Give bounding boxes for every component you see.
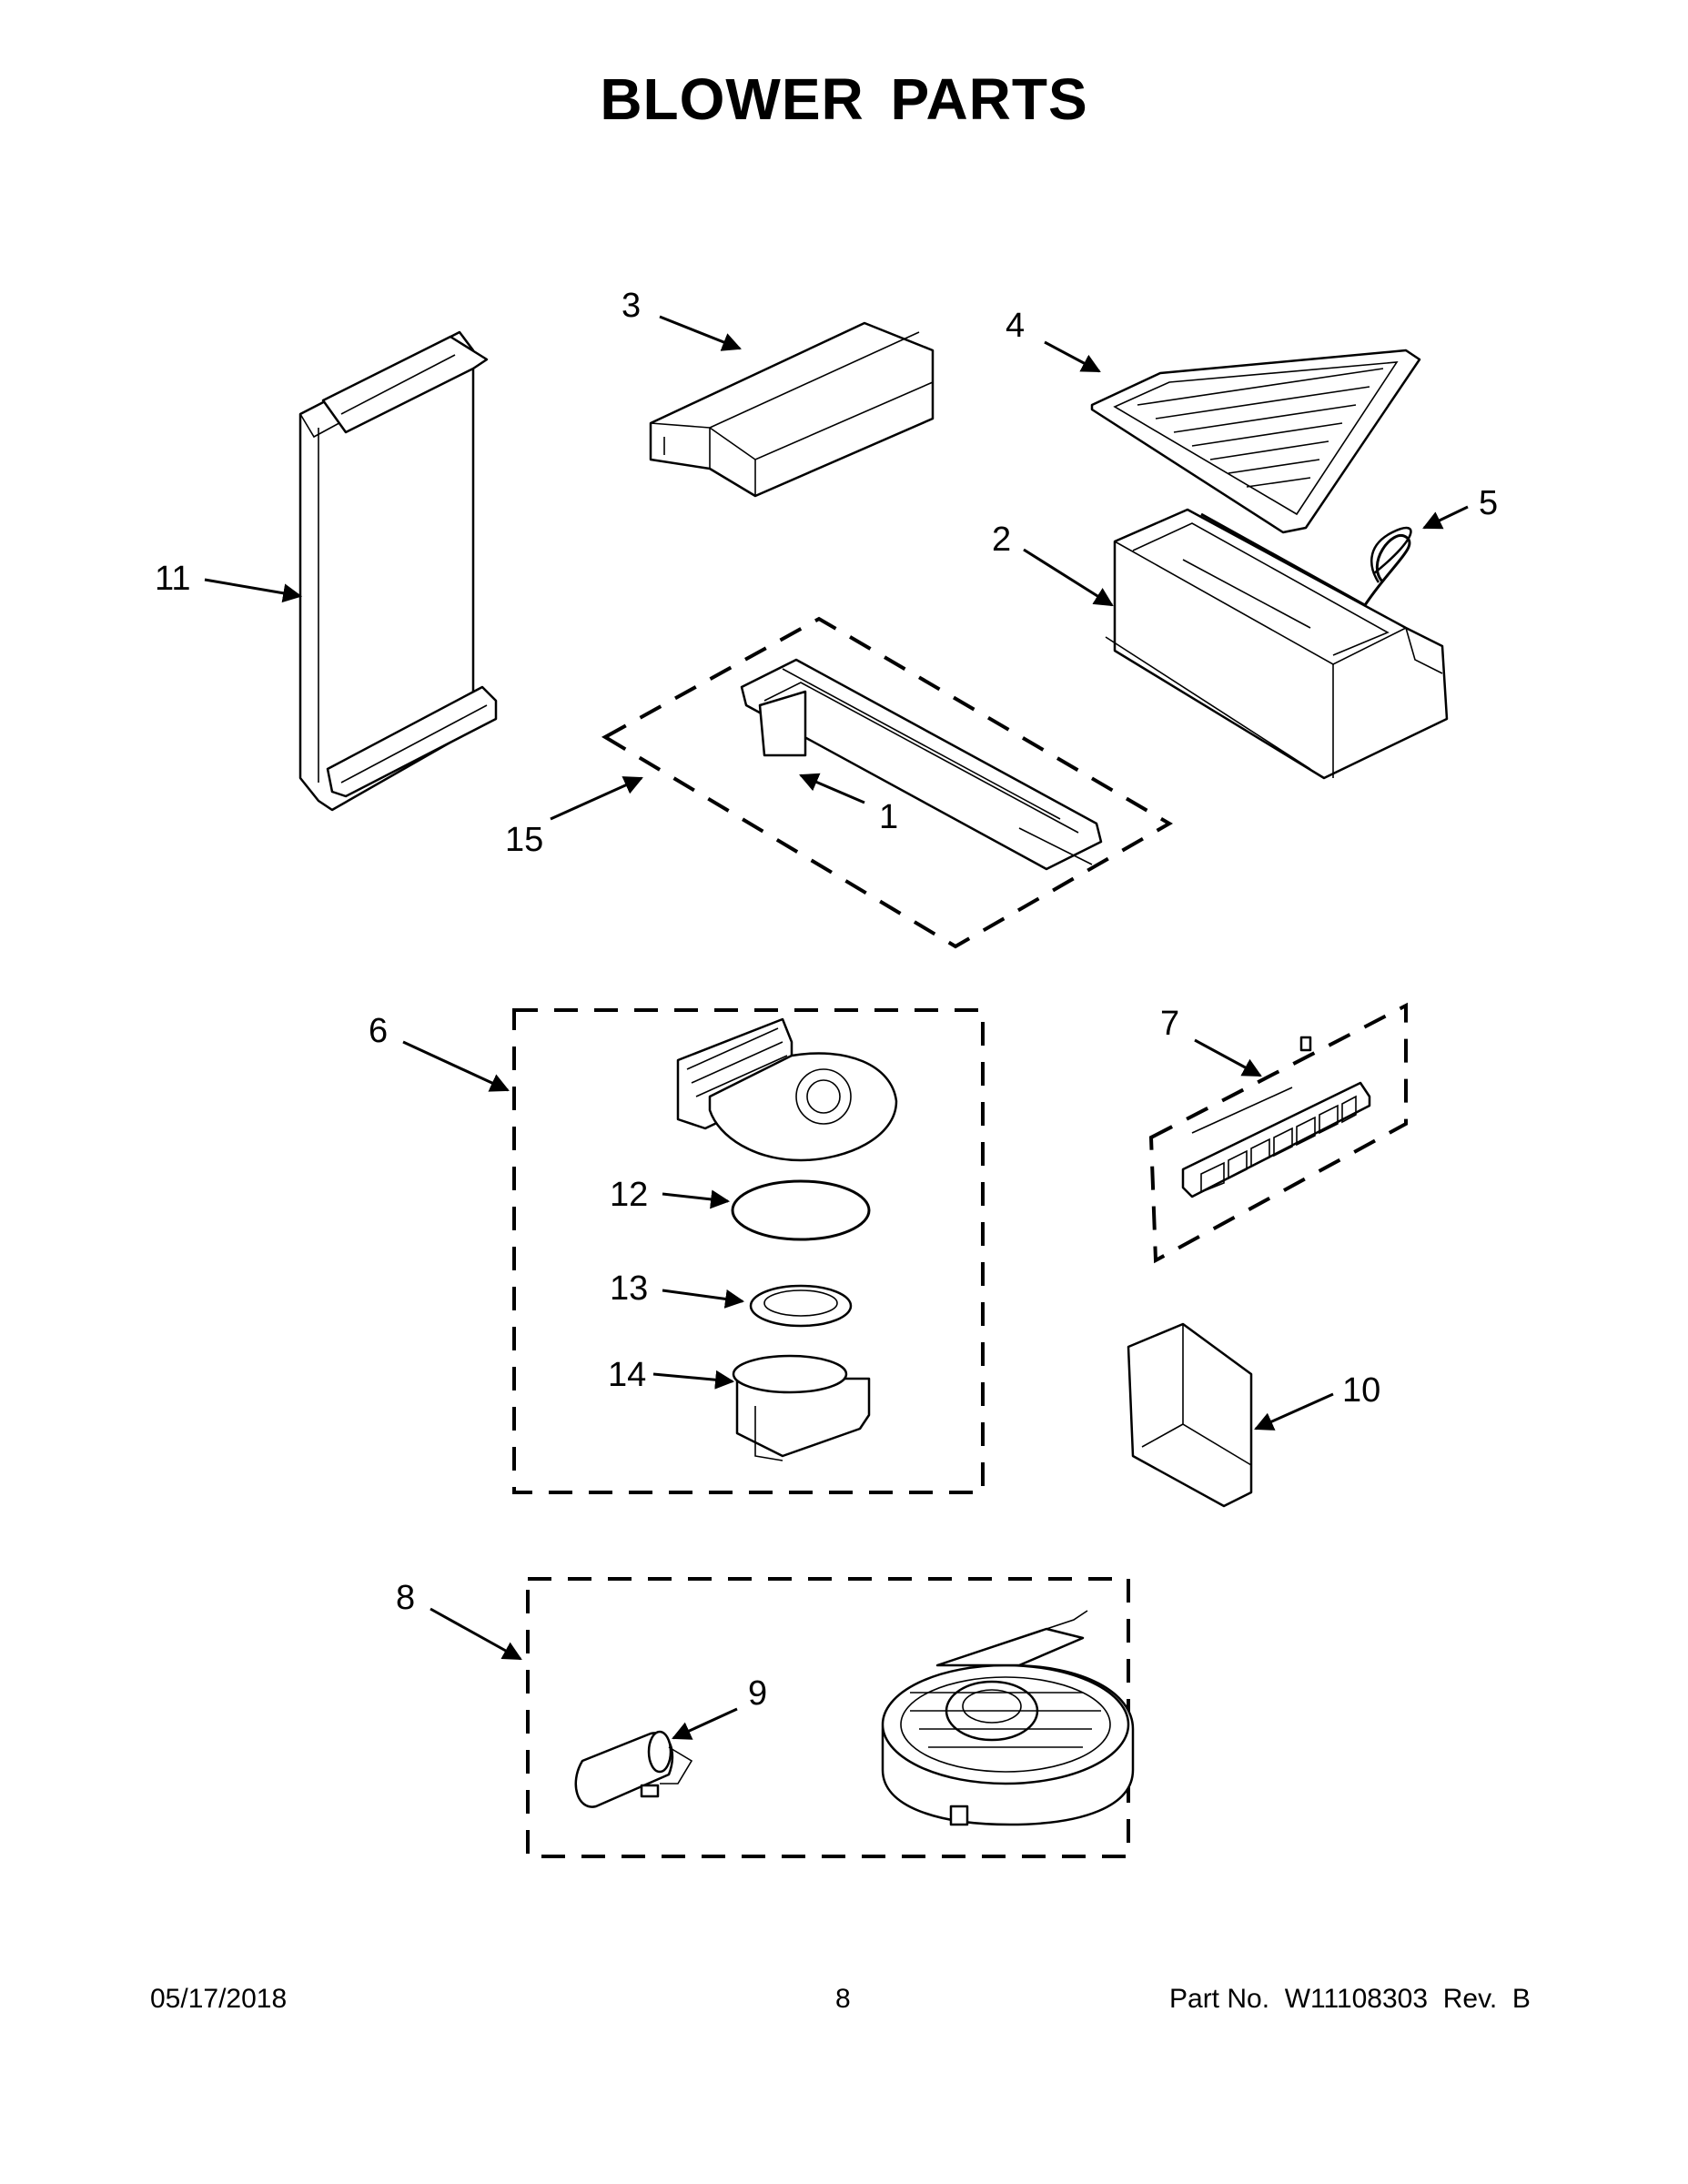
callout-15: 15 <box>505 821 543 859</box>
callout-1: 1 <box>879 798 898 836</box>
part-13-gasket <box>749 1284 853 1328</box>
part-3-top-duct <box>649 321 935 498</box>
part-4-filter <box>1090 349 1421 534</box>
kit-6-outline <box>512 1008 985 1494</box>
part-14-collar <box>732 1354 871 1461</box>
footer-page-number: 8 <box>835 1984 851 2014</box>
part-12-ring-clip <box>731 1179 871 1241</box>
part-5-tube <box>1200 512 1411 607</box>
part-11-duct-panel <box>298 330 498 812</box>
part-7-grille <box>1181 1036 1371 1198</box>
part-6-fan-top <box>676 1017 898 1162</box>
callout-3: 3 <box>622 287 641 325</box>
callout-5: 5 <box>1479 484 1498 522</box>
callout-4: 4 <box>1006 307 1025 345</box>
callout-7: 7 <box>1160 1005 1179 1043</box>
footer-date: 05/17/2018 <box>150 1984 288 2014</box>
part-10-bracket <box>1127 1322 1253 1508</box>
callout-8: 8 <box>396 1579 415 1617</box>
kit-8-outline <box>526 1577 1130 1858</box>
blower-motor <box>881 1610 1135 1826</box>
part-2-housing-box <box>1105 508 1449 780</box>
callout-12: 12 <box>610 1176 648 1214</box>
callout-2: 2 <box>992 521 1011 559</box>
callout-13: 13 <box>610 1269 648 1308</box>
page-title: BLOWER PARTS <box>600 66 1088 132</box>
footer-part-number: Part No. W11108303 Rev. B <box>1169 1984 1531 2014</box>
part-9-capacitor <box>574 1730 693 1808</box>
kit-15-outline <box>601 616 1173 949</box>
callout-6: 6 <box>369 1012 388 1050</box>
part-1-bracket <box>740 658 1103 871</box>
callout-11: 11 <box>155 560 190 598</box>
callout-leaders <box>204 315 1469 1740</box>
kit-7-outline <box>1148 1002 1408 1264</box>
callout-10: 10 <box>1342 1371 1380 1410</box>
callout-14: 14 <box>608 1356 646 1394</box>
callout-9: 9 <box>748 1674 767 1713</box>
